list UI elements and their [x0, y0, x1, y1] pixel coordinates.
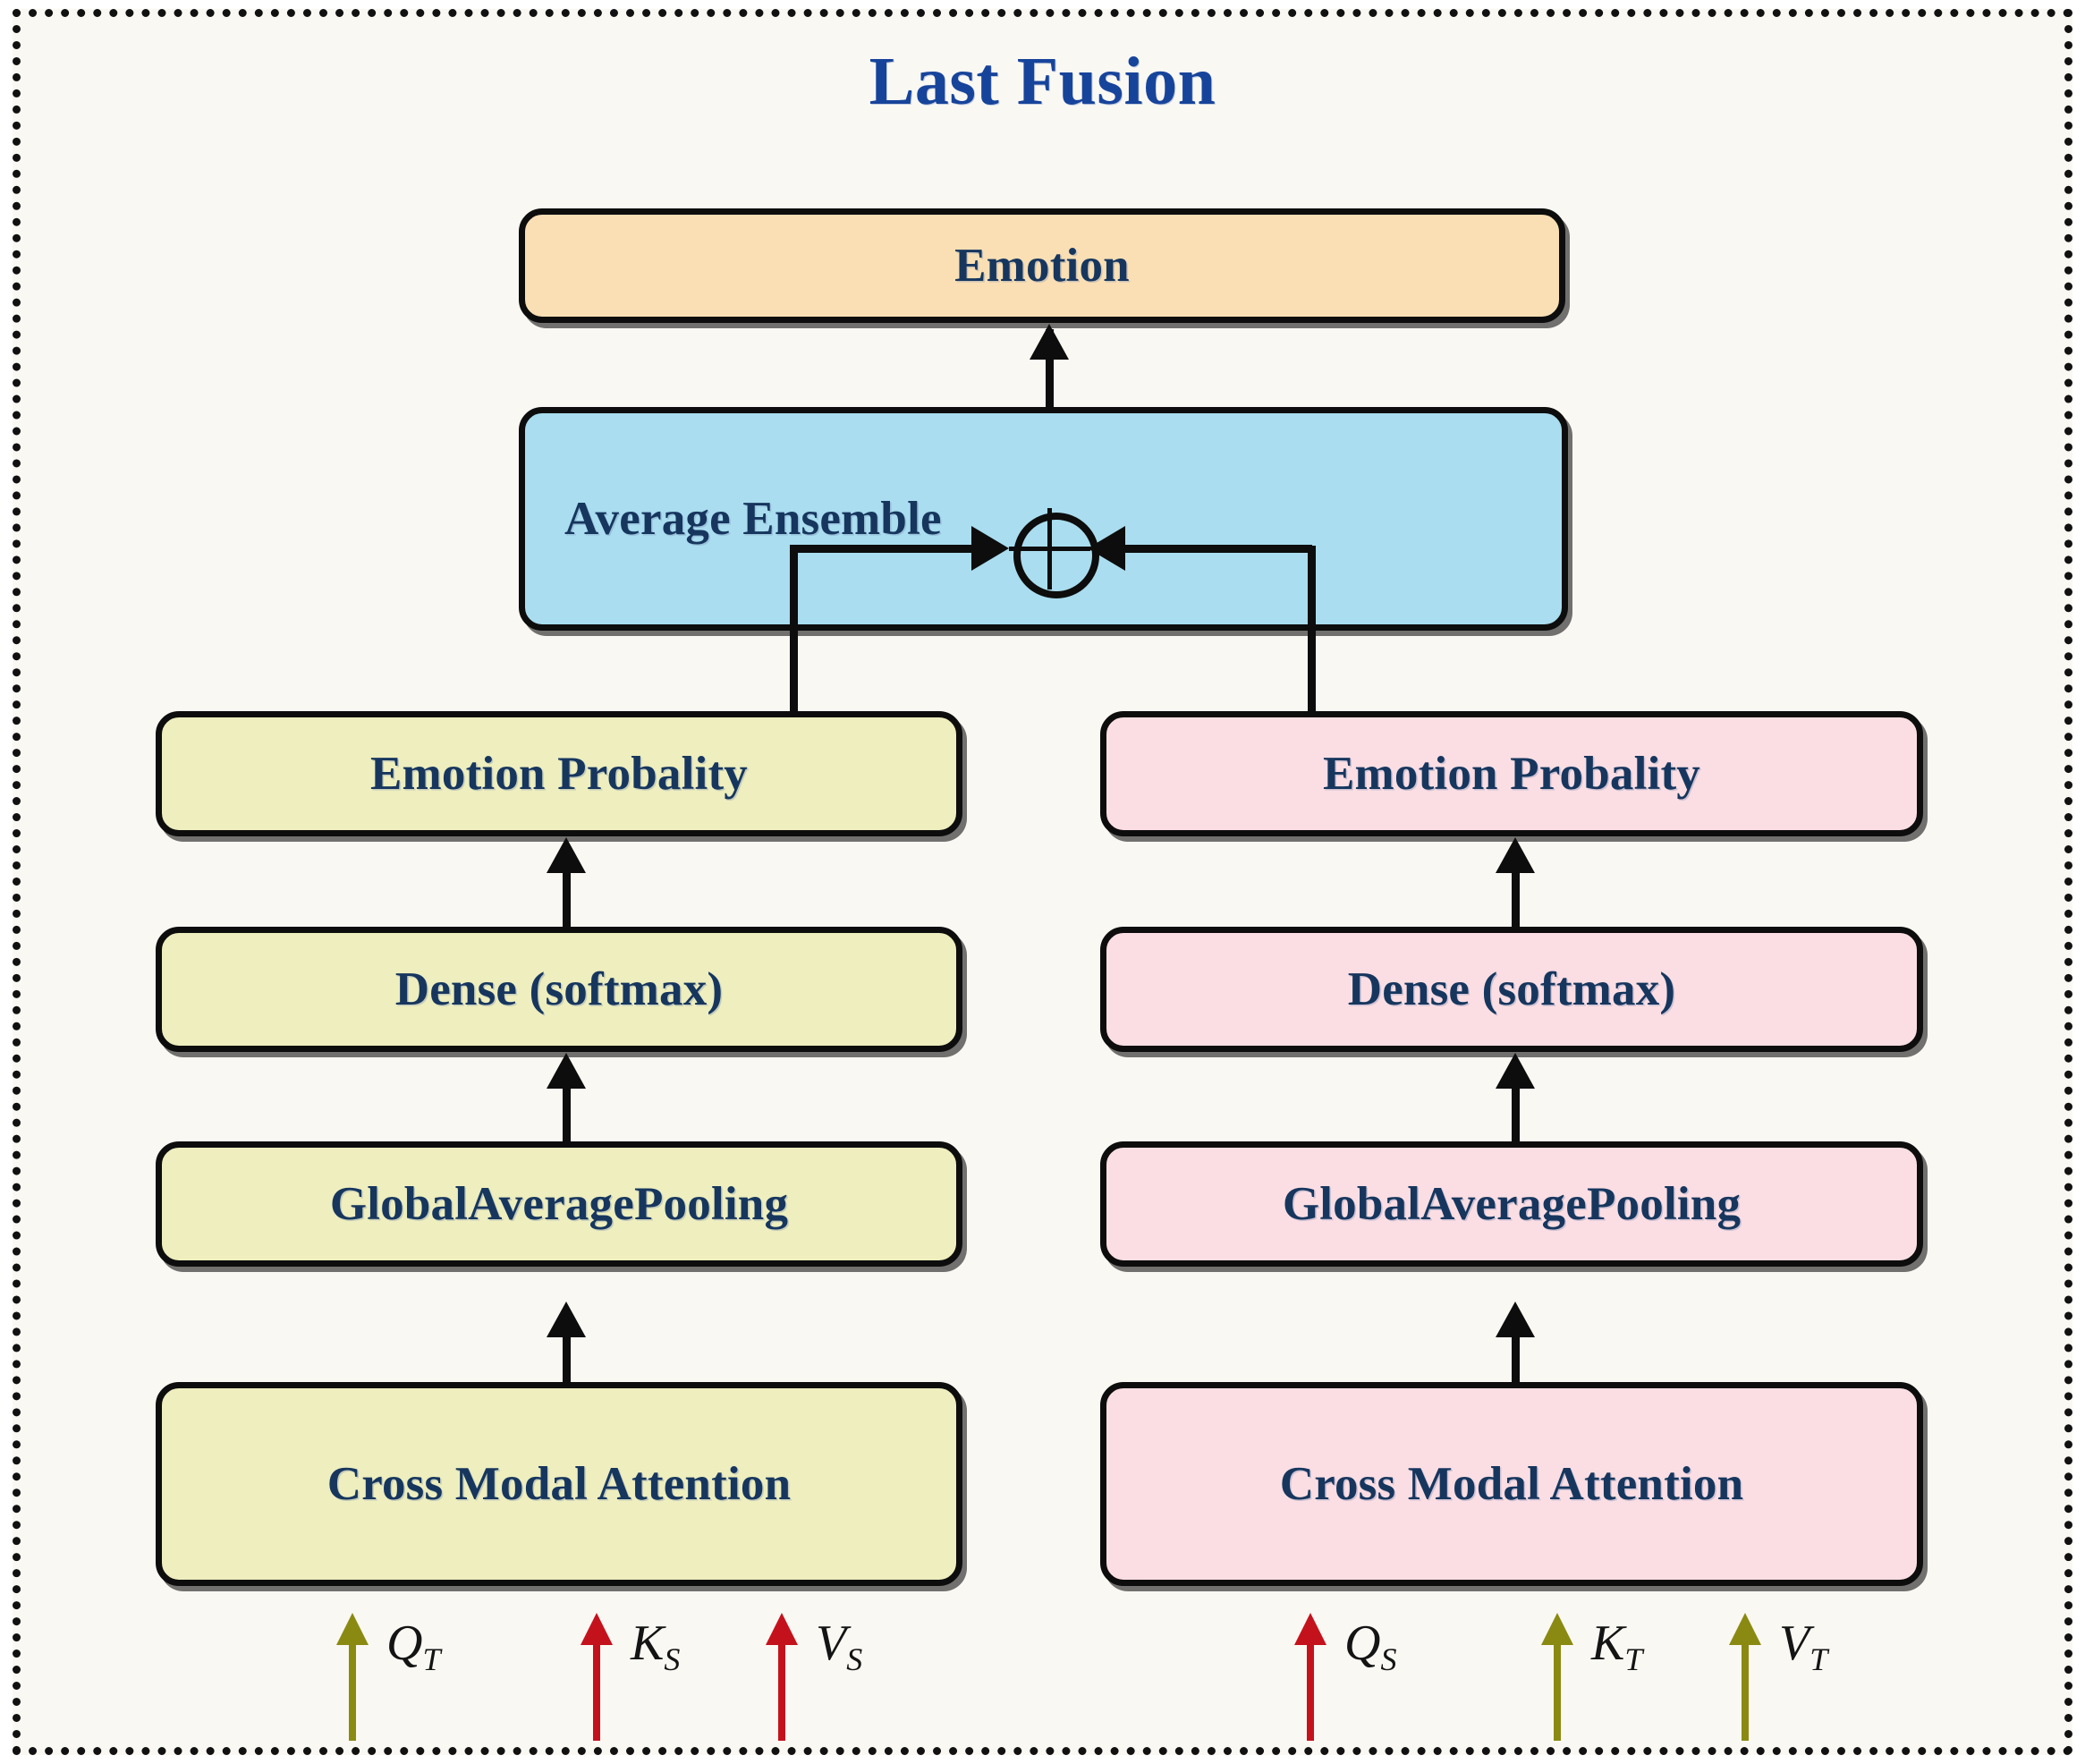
input-label-v-t-base: V [1779, 1616, 1810, 1671]
right-branch-node-globalaveragepooling-label: GlobalAveragePooling [1282, 1178, 1742, 1230]
left-branch-node-globalaveragepooling[interactable]: GlobalAveragePooling [156, 1141, 962, 1267]
sum-operator-icon [1013, 513, 1099, 598]
sum-operator-bar-v [1047, 508, 1052, 589]
input-arrow-k-s-head [581, 1613, 613, 1645]
input-label-q-t-sub: T [422, 1641, 441, 1678]
right-branch-node-emotion-probality[interactable]: Emotion Probality [1100, 711, 1923, 836]
arrowhead-right-into-sum [1088, 526, 1125, 571]
arrowhead-left-gap-to-dense [547, 1053, 586, 1089]
arrowhead-right-cma-to-gap [1496, 1302, 1535, 1337]
left-branch-node-cross-modal-attention[interactable]: Cross Modal Attention [156, 1382, 962, 1586]
right-branch-node-cross-modal-attention[interactable]: Cross Modal Attention [1100, 1382, 1923, 1586]
input-label-k-s: KS [631, 1615, 680, 1678]
input-arrow-v-t-shaft [1742, 1640, 1749, 1741]
input-arrow-q-t-head [336, 1613, 369, 1645]
input-label-k-t-sub: T [1624, 1641, 1643, 1678]
right-branch-node-dense-softmax[interactable]: Dense (softmax) [1100, 927, 1923, 1052]
input-label-k-t-base: K [1591, 1616, 1625, 1671]
left-branch-node-emotion-probality[interactable]: Emotion Probality [156, 711, 962, 836]
right-branch-node-dense-softmax-label: Dense (softmax) [1347, 963, 1676, 1015]
input-label-k-t: KT [1591, 1615, 1642, 1678]
input-label-v-t: VT [1779, 1615, 1827, 1678]
input-arrow-q-s-shaft [1307, 1640, 1314, 1741]
input-arrow-q-s-head [1294, 1613, 1326, 1645]
right-branch-node-globalaveragepooling[interactable]: GlobalAveragePooling [1100, 1141, 1923, 1267]
left-branch-node-cross-modal-attention-label: Cross Modal Attention [326, 1458, 792, 1510]
connector-left-gap-to-dense [563, 1087, 571, 1148]
input-label-q-t: QT [386, 1615, 440, 1678]
input-arrow-v-s-shaft [778, 1640, 785, 1741]
input-label-v-t-sub: T [1810, 1641, 1828, 1678]
input-label-v-s: VS [816, 1615, 862, 1678]
connector-right-prob-horizontal [1125, 545, 1312, 553]
connector-right-prob-vertical [1308, 546, 1316, 714]
connector-right-dense-to-prob [1512, 872, 1520, 933]
arrowhead-right-dense-to-prob [1496, 837, 1535, 873]
arrowhead-right-gap-to-dense [1496, 1053, 1535, 1089]
input-arrow-k-s-shaft [593, 1640, 600, 1741]
arrowhead-left-dense-to-prob [547, 837, 586, 873]
input-label-q-t-base: Q [386, 1616, 423, 1671]
input-label-k-s-sub: S [664, 1641, 681, 1678]
node-emotion[interactable]: Emotion [519, 208, 1565, 323]
input-arrow-v-t-head [1729, 1613, 1761, 1645]
page-title: Last Fusion [869, 44, 1216, 119]
left-branch-node-dense-softmax-label: Dense (softmax) [394, 963, 724, 1015]
connector-left-cma-to-gap [563, 1336, 571, 1387]
right-branch-node-emotion-probality-label: Emotion Probality [1322, 748, 1701, 800]
input-label-q-s-sub: S [1380, 1641, 1397, 1678]
connector-left-dense-to-prob [563, 872, 571, 933]
input-label-v-s-base: V [816, 1616, 847, 1671]
input-label-k-s-base: K [631, 1616, 665, 1671]
arrowhead-left-cma-to-gap [547, 1302, 586, 1337]
input-arrow-q-t-shaft [349, 1640, 356, 1741]
arrowhead-ensemble-to-emotion [1030, 324, 1069, 360]
left-branch-node-dense-softmax[interactable]: Dense (softmax) [156, 927, 962, 1052]
node-emotion-label: Emotion [954, 240, 1130, 292]
connector-left-prob-vertical [790, 546, 798, 714]
connector-right-gap-to-dense [1512, 1087, 1520, 1148]
input-label-q-s: QS [1344, 1615, 1396, 1678]
node-average-ensemble-label: Average Ensemble [564, 493, 942, 545]
connector-left-prob-horizontal [790, 545, 974, 553]
input-label-q-s-base: Q [1344, 1616, 1381, 1671]
left-branch-node-emotion-probality-label: Emotion Probality [369, 748, 749, 800]
input-label-v-s-sub: S [846, 1641, 863, 1678]
input-arrow-k-t-shaft [1554, 1640, 1561, 1741]
input-arrow-v-s-head [766, 1613, 798, 1645]
connector-right-cma-to-gap [1512, 1336, 1520, 1387]
left-branch-node-globalaveragepooling-label: GlobalAveragePooling [329, 1178, 789, 1230]
input-arrow-k-t-head [1541, 1613, 1573, 1645]
arrowhead-left-into-sum [971, 526, 1009, 571]
right-branch-node-cross-modal-attention-label: Cross Modal Attention [1279, 1458, 1744, 1510]
